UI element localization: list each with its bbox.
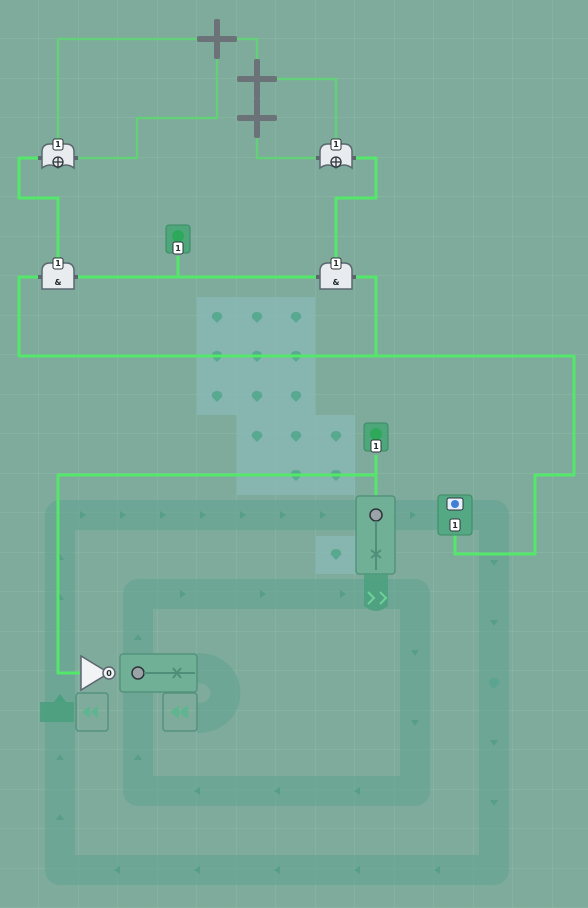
and-gate-icon: & (55, 278, 62, 287)
extractor-left[interactable] (40, 694, 74, 722)
sensor-value-label: 1 (452, 521, 458, 530)
gate-value-label: 1 (55, 259, 61, 268)
gate-value-label: 1 (55, 140, 61, 149)
belt-starter-left[interactable] (75, 692, 109, 732)
source-value-label: 1 (373, 442, 379, 451)
constant-source-icon (172, 230, 184, 242)
filter-cross-icon (370, 549, 382, 559)
inner-conveyor-loop (123, 579, 430, 806)
xor-gate-top-right[interactable]: 1 (316, 138, 356, 170)
conveyor-bend (195, 653, 241, 733)
belt-arrow-icon (82, 706, 98, 718)
and-gate-mid-right[interactable]: 1 & (316, 257, 356, 290)
filter-cross-icon (172, 667, 182, 679)
wire-segment (76, 39, 219, 160)
extractor-icon (40, 702, 74, 722)
belt-reader-horizontal[interactable] (119, 653, 198, 693)
source-value-label: 1 (175, 244, 181, 253)
xor-gate-icon (52, 156, 64, 168)
gate-value-label: 1 (333, 259, 339, 268)
conveyor-belts[interactable] (45, 500, 509, 885)
signal-wires (17, 37, 576, 675)
inverter-value-label: 0 (106, 669, 112, 678)
sensor-right[interactable]: 1 (437, 494, 473, 536)
belt-starter-center[interactable] (162, 692, 198, 732)
reader-node-icon (131, 666, 145, 680)
wire-crossings[interactable] (197, 19, 277, 138)
belt-reader-column[interactable] (355, 495, 396, 575)
wire-crossing-icon (237, 98, 277, 138)
belt-arrows (56, 511, 498, 874)
wire-crossing-icon (197, 19, 237, 59)
extractor-right[interactable] (364, 574, 388, 611)
inverter-icon (80, 654, 111, 692)
xor-gate-top-left[interactable]: 1 (38, 138, 78, 170)
wire-crossing-icon (237, 59, 277, 99)
constant-source-right[interactable]: 1 (363, 422, 389, 453)
wire-segment (56, 37, 217, 145)
outer-conveyor-loop (45, 500, 509, 885)
xor-gate-icon (330, 156, 342, 168)
gate-value-label: 1 (333, 140, 339, 149)
belt-arrow-icon (170, 705, 188, 719)
sensor-icon (451, 500, 459, 508)
wire-segment (257, 77, 338, 145)
wire-segment (354, 275, 378, 356)
constant-source-icon (370, 428, 382, 440)
and-gate-mid-left[interactable]: 1 & (38, 257, 78, 290)
wire-segment (17, 156, 60, 262)
wire-segment (56, 455, 378, 675)
inverter[interactable]: 0 (80, 654, 116, 692)
wire-segment (17, 275, 576, 556)
wire-segment (334, 156, 378, 262)
reader-node-icon (369, 508, 383, 522)
constant-source-center[interactable]: 1 (165, 224, 191, 255)
and-gate-icon: & (333, 278, 340, 287)
